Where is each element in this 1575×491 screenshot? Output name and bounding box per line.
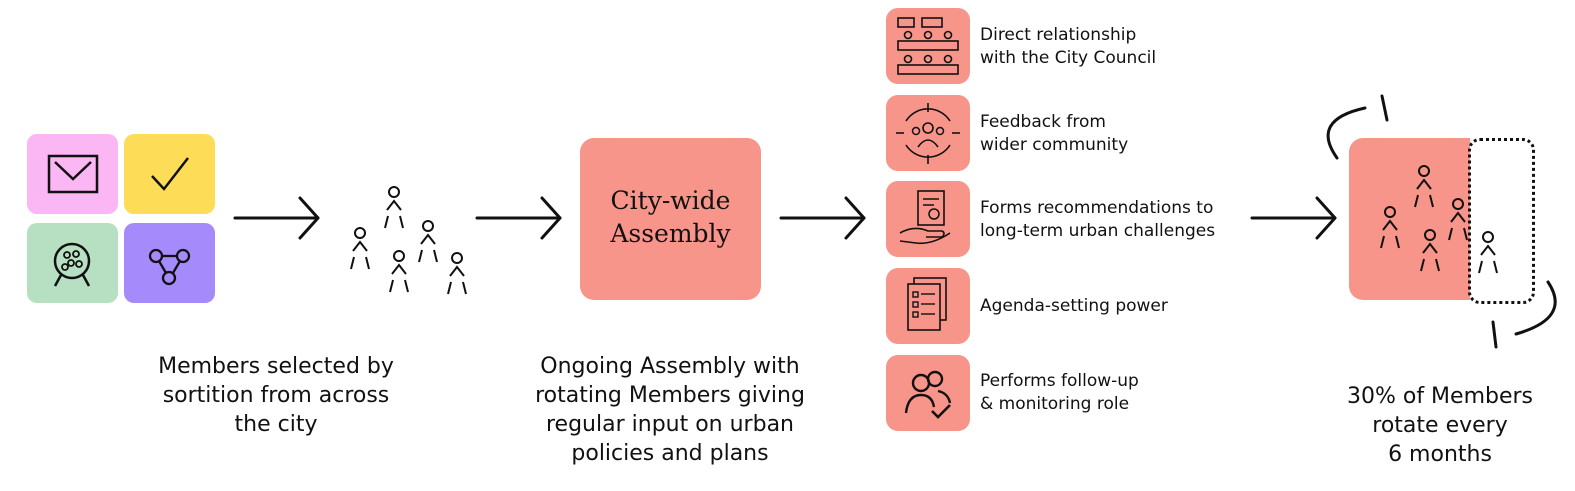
lottery-tile (27, 223, 118, 303)
checkmark-tile (124, 134, 215, 214)
flow-arrow-3 (779, 196, 866, 240)
person-icon (447, 252, 467, 295)
rotation-caption: 30% of Members rotate every 6 months (1346, 384, 1534, 467)
network-tile (124, 223, 215, 303)
feature-monitoring-text: Performs follow-up & monitoring role (980, 371, 1139, 414)
flow-arrow-4 (1250, 196, 1337, 240)
network-nodes-icon (148, 248, 191, 286)
person-icon (350, 227, 370, 270)
people-check-icon (904, 370, 952, 419)
community-feedback-icon (896, 103, 960, 164)
city-wide-assembly-block: City-wide Assembly (580, 138, 761, 300)
envelope-tile (27, 134, 118, 214)
rotate-arrow-top-icon (1326, 94, 1389, 160)
rotate-arrow-bottom-icon (1491, 280, 1557, 349)
assembly-caption: Ongoing Assembly with rotating Members g… (535, 354, 805, 466)
feature-icon-feedback (886, 95, 970, 171)
feature-council-text: Direct relationship with the City Counci… (980, 25, 1157, 68)
envelope-icon (47, 154, 99, 194)
rotating-person-icon (1478, 231, 1498, 274)
selection-caption: Members selected by sortition from acros… (158, 354, 394, 437)
person-icon (1380, 206, 1400, 249)
flow-arrow-1 (233, 196, 320, 240)
feature-icon-monitoring (886, 355, 970, 431)
feature-icon-council (886, 8, 970, 84)
person-icon (384, 186, 404, 229)
council-meeting-icon (897, 17, 959, 75)
person-icon (1420, 229, 1440, 272)
feature-agenda-text: Agenda-setting power (980, 296, 1168, 316)
person-icon (418, 220, 438, 263)
feature-icon-agenda (886, 268, 970, 344)
checkmark-icon (151, 157, 189, 191)
document-hand-icon (899, 190, 951, 245)
agenda-documents-icon (907, 277, 947, 331)
person-icon (1414, 165, 1434, 208)
person-icon (1448, 198, 1468, 241)
assembly-title: City-wide Assembly (610, 186, 731, 248)
lottery-drum-icon (53, 242, 91, 287)
rotating-members-frame (1468, 138, 1535, 304)
feature-icon-recommendations (886, 181, 970, 257)
rotation-white-part (1470, 138, 1532, 300)
feature-feedback-text: Feedback from wider community (980, 112, 1129, 155)
feature-recommendations-text: Forms recommendations to long-term urban… (980, 198, 1216, 241)
flow-arrow-2 (475, 196, 562, 240)
person-icon (389, 250, 409, 293)
